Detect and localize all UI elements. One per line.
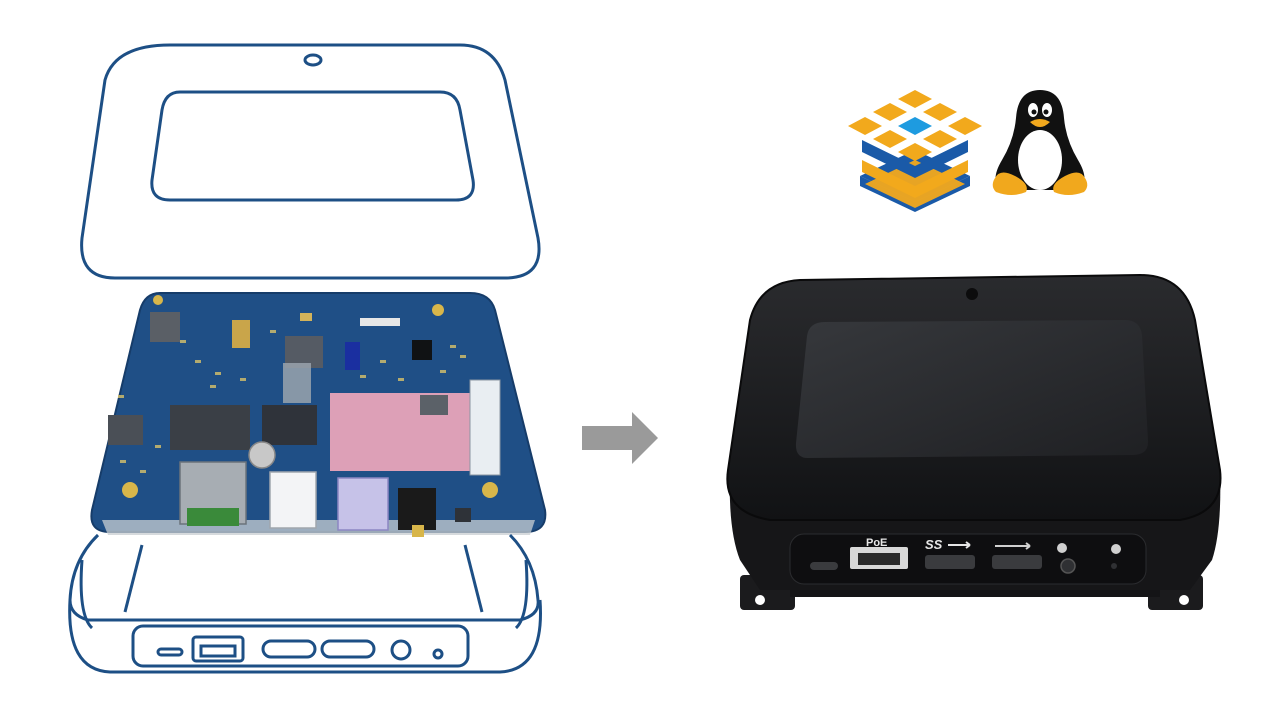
reset-button	[1111, 563, 1117, 569]
usb-port	[992, 555, 1042, 569]
thermometer-icon	[1057, 543, 1067, 553]
pcb-board	[90, 292, 547, 537]
usb3-port	[925, 555, 975, 569]
audio-jack	[1060, 558, 1076, 574]
gear-icon	[1111, 544, 1121, 554]
tux-penguin-logo	[992, 90, 1088, 195]
enclosure-base	[68, 533, 542, 674]
enclosure-lid	[80, 43, 541, 280]
touch-screen	[795, 320, 1149, 458]
usb3-label: SS	[925, 537, 943, 552]
stacked-cubes-logo	[848, 90, 982, 212]
usb-c-port	[810, 562, 838, 570]
poe-label: PoE	[866, 537, 887, 549]
usb-icon	[948, 541, 971, 549]
port-panel: PoE SS	[789, 533, 1147, 585]
